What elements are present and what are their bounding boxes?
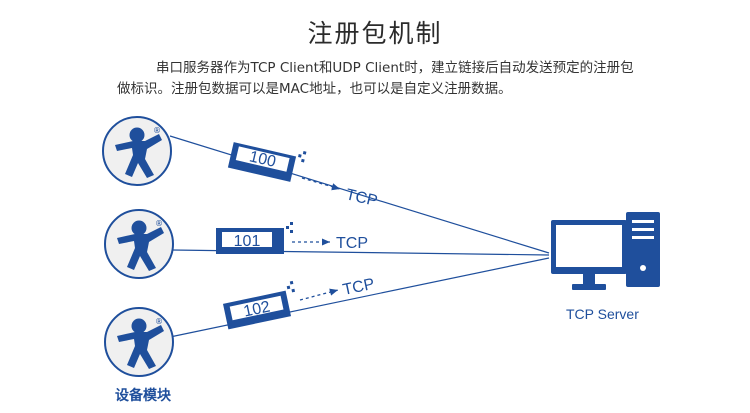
packet-label: 102 [242, 298, 272, 320]
protocol-label-3: TCP [341, 276, 376, 299]
desktop-computer-icon [551, 212, 660, 290]
server-label: TCP Server [566, 306, 639, 322]
intro-line-1: 串口服务器作为TCP Client和UDP Client时，建立链接后自动发送预… [156, 60, 634, 76]
device-1: ® [102, 116, 172, 186]
device-3: ® [104, 307, 174, 377]
registered-mark: ® [155, 219, 163, 228]
packet-label: 101 [234, 233, 261, 250]
packet-label: 100 [248, 148, 278, 171]
intro-line-2: 做标识。注册包数据可以是MAC地址，也可以是自定义注册数据。 [117, 81, 512, 97]
registered-mark: ® [155, 317, 163, 326]
device-2: ® [104, 209, 174, 279]
intro-paragraph: 串口服务器作为TCP Client和UDP Client时，建立链接后自动发送预… [117, 58, 697, 100]
protocol-label-2: TCP [336, 235, 368, 252]
send-arrow-3 [299, 288, 339, 301]
send-arrow-1 [301, 177, 341, 191]
packet-1: 100 [227, 142, 307, 182]
page-title: 注册包机制 [307, 19, 443, 48]
protocol-label-1: TCP [344, 186, 379, 210]
packet-2: 101 [216, 222, 293, 254]
link-line-3 [169, 257, 550, 338]
registered-mark: ® [153, 126, 161, 135]
device-module-label: 设备模块 [115, 388, 171, 404]
packet-3: 102 [222, 280, 296, 330]
